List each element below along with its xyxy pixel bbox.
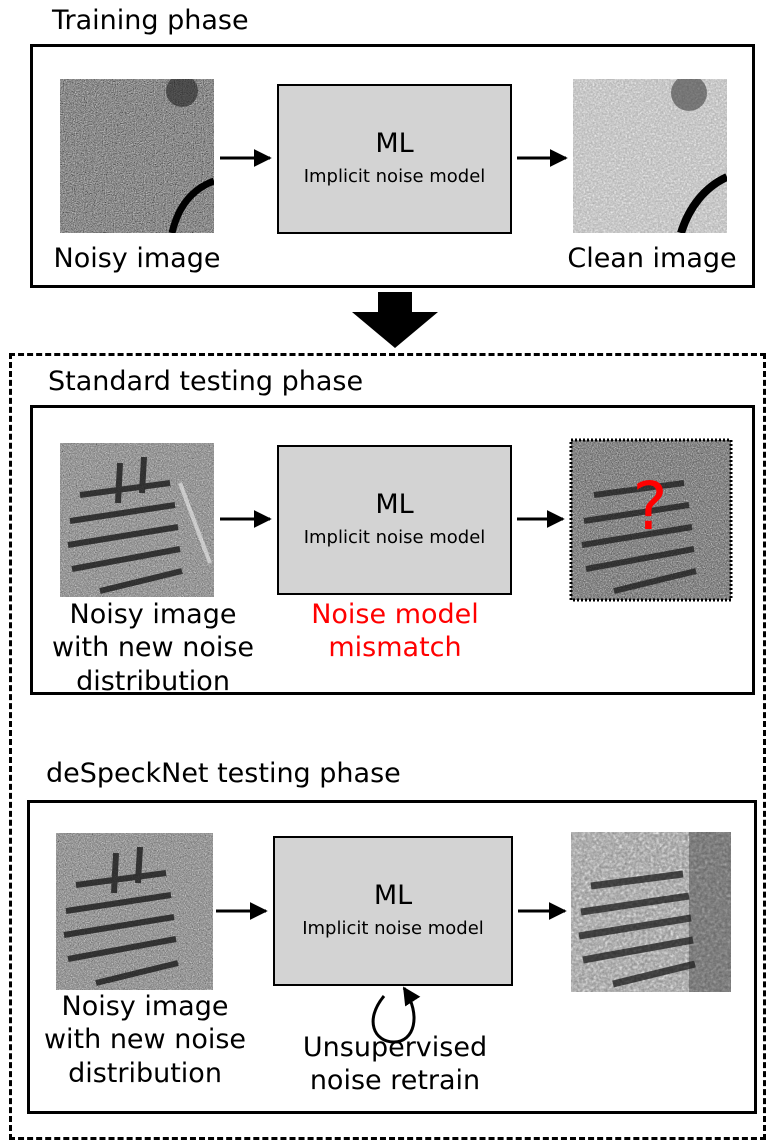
standard-noisy-image (60, 443, 214, 597)
despecknet-ml-subtitle: Implicit noise model (302, 918, 484, 940)
standard-ml-title: ML (375, 488, 414, 520)
training-input-caption: Noisy image (53, 243, 221, 274)
standard-unknown-output-image (569, 438, 733, 602)
standard-input-caption: Noisy image with new noise distribution (51, 599, 255, 697)
noise-model-mismatch-label: Noise model mismatch (311, 599, 479, 664)
unknown-output-question-mark: ? (632, 468, 668, 545)
despecknet-input-caption: Noisy image with new noise distribution (43, 991, 247, 1089)
despecknet-phase-title: deSpeckNet testing phase (46, 758, 401, 789)
standard-ml-box: ML Implicit noise model (277, 445, 512, 595)
standard-phase-title: Standard testing phase (48, 366, 364, 397)
training-output-caption: Clean image (567, 243, 737, 274)
testing-container (9, 353, 766, 1140)
despecknet-ml-title: ML (373, 879, 413, 911)
phase-transition-arrow-icon (352, 292, 438, 348)
despecknet-noisy-image (56, 833, 213, 990)
training-ml-subtitle: Implicit noise model (303, 166, 486, 188)
unsupervised-retrain-label: Unsupervised noise retrain (302, 1032, 488, 1097)
training-clean-image (573, 79, 727, 233)
training-ml-title: ML (375, 127, 414, 159)
despecknet-ml-box: ML Implicit noise model (273, 836, 513, 986)
training-noisy-image (60, 79, 214, 233)
standard-ml-subtitle: Implicit noise model (303, 527, 486, 549)
training-phase-title: Training phase (52, 5, 249, 36)
despecknet-output-image (571, 832, 731, 992)
training-ml-box: ML Implicit noise model (277, 84, 512, 234)
